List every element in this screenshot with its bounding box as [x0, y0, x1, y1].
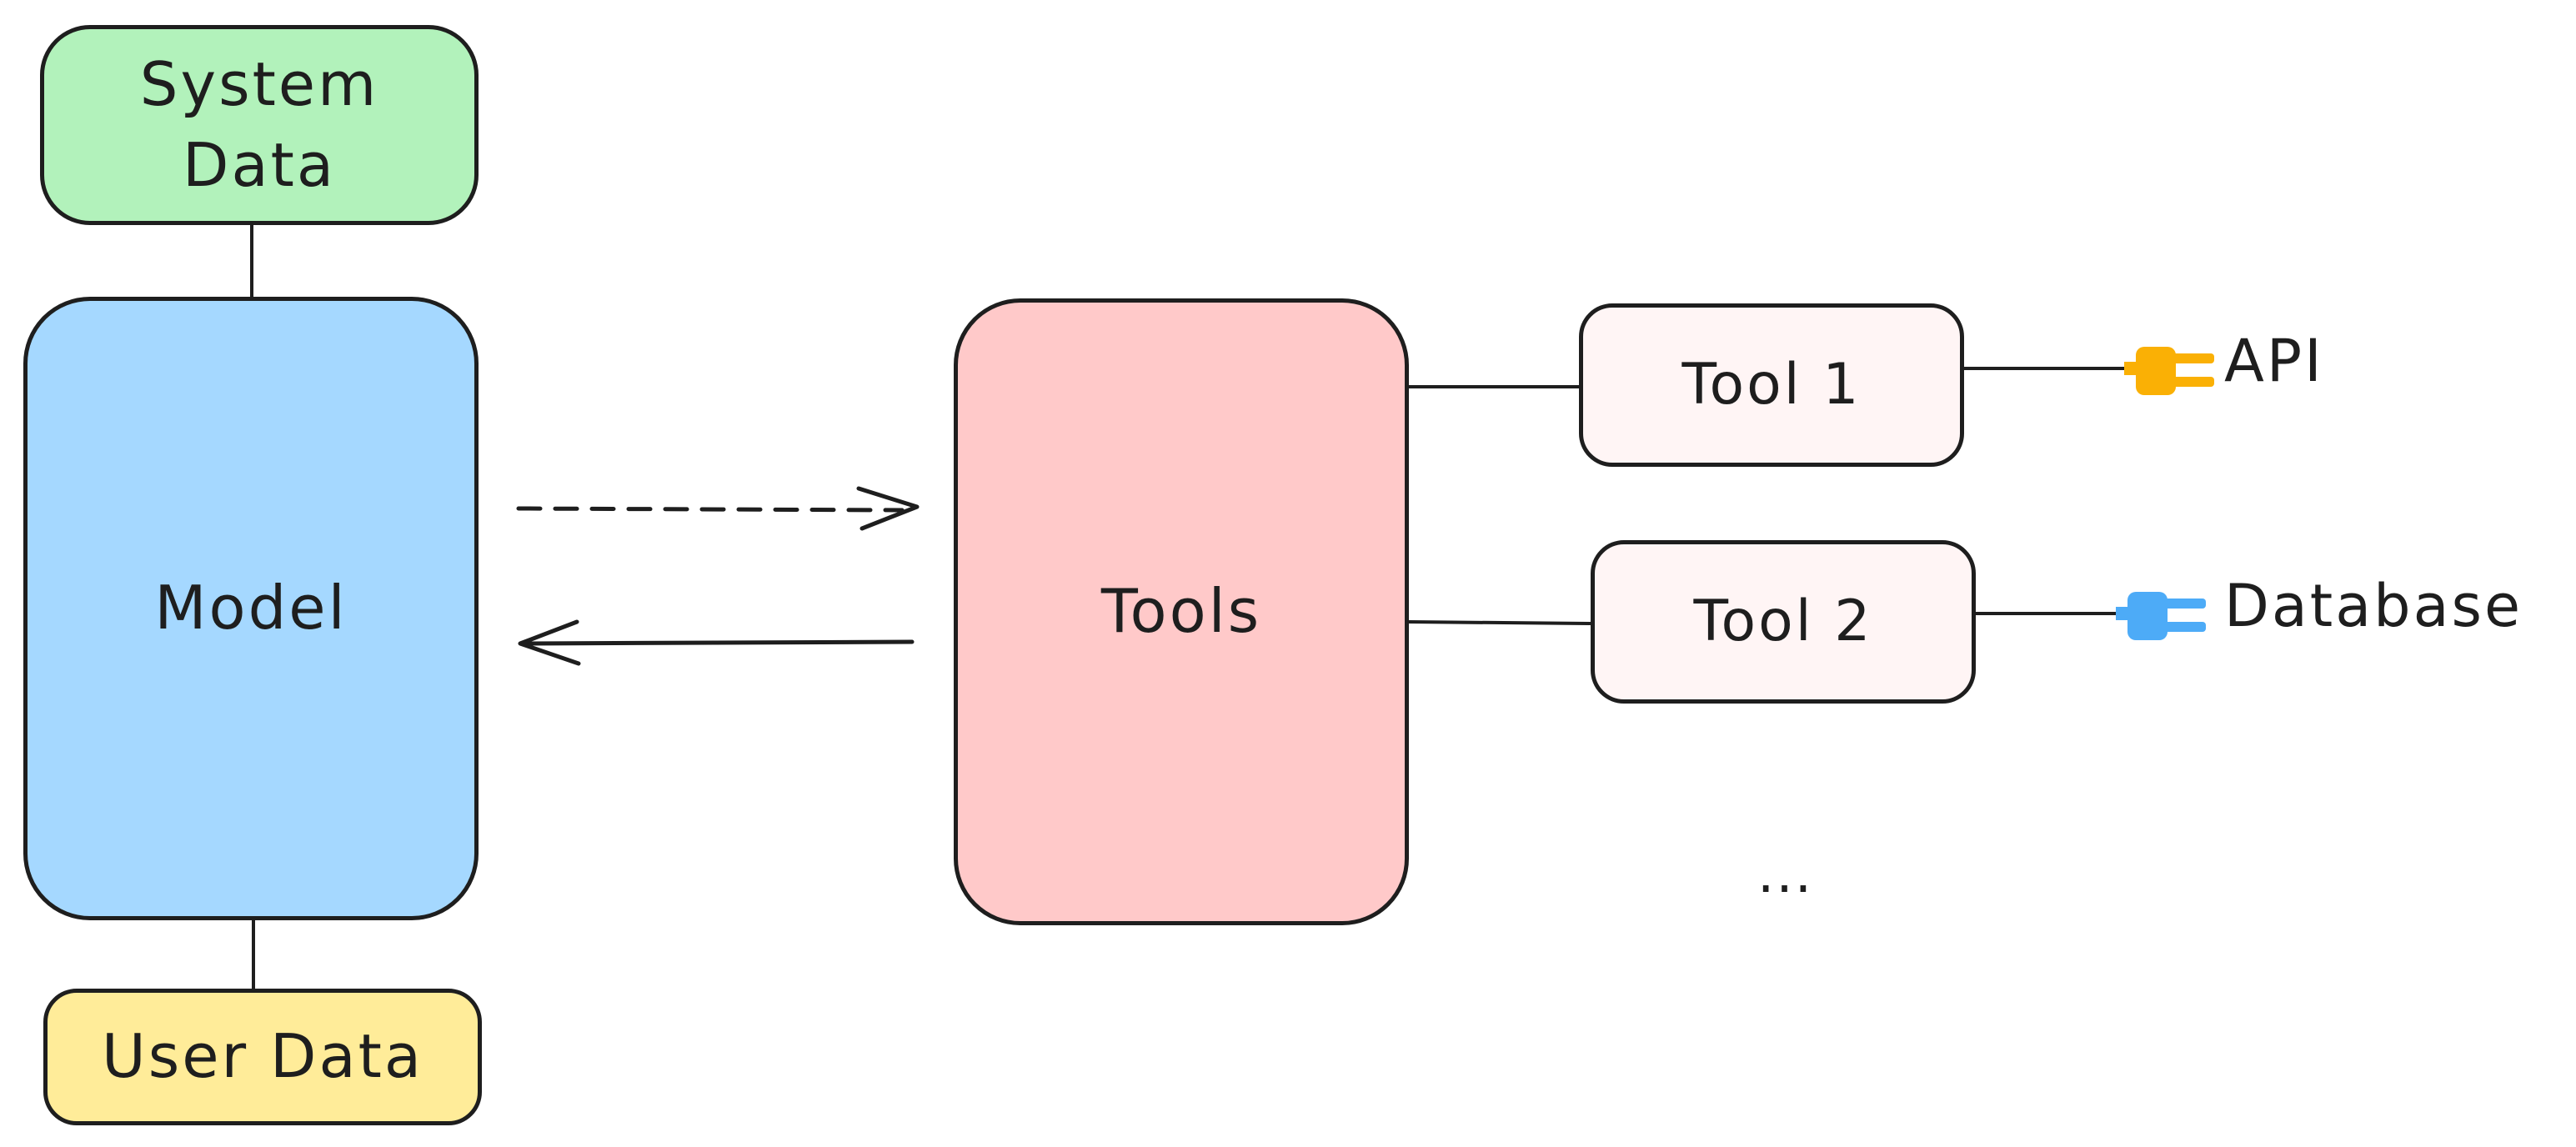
tool-1-box: Tool 1	[1579, 303, 1964, 467]
edge-tools-tool2	[1408, 620, 1591, 625]
tool-2-label: Tool 2	[1693, 589, 1873, 655]
tools-label: Tools	[1100, 576, 1262, 647]
tools-box: Tools	[954, 298, 1409, 925]
plug-icon	[2116, 592, 2206, 640]
dashed-arrow-model-to-tools	[516, 486, 920, 531]
model-box: Model	[23, 297, 479, 920]
plug-icon	[2124, 347, 2214, 395]
tool-2-box: Tool 2	[1591, 540, 1976, 704]
api-label: API	[2224, 327, 2324, 395]
more-tools-ellipsis: ...	[1757, 844, 1814, 905]
database-label: Database	[2224, 572, 2523, 640]
user-data-box: User Data	[43, 989, 482, 1125]
user-data-label: User Data	[102, 1021, 423, 1092]
solid-arrow-tools-to-model	[518, 619, 915, 666]
tool-1-label: Tool 1	[1681, 352, 1862, 418]
system-data-label: System Data	[139, 48, 379, 200]
system-data-box: System Data	[40, 25, 479, 225]
model-label: Model	[154, 573, 348, 644]
